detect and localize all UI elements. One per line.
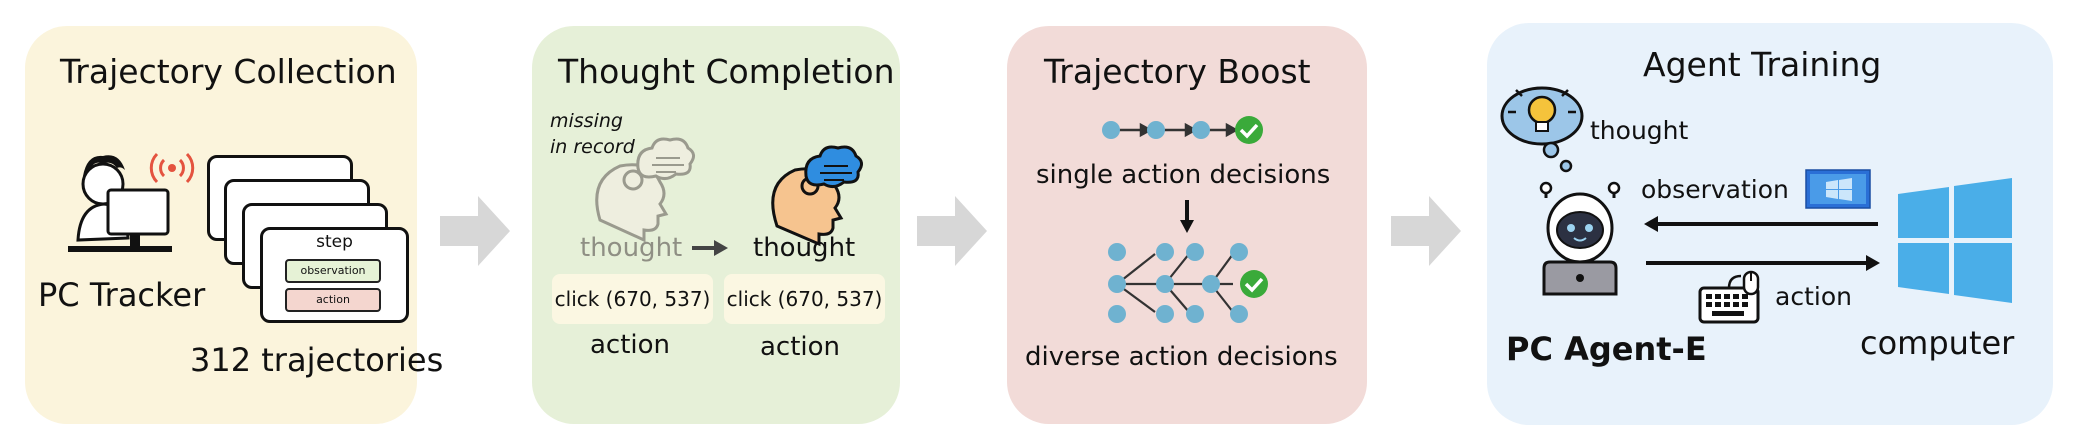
boost-title: Trajectory Boost	[1044, 52, 1311, 91]
click-box-before: click (670, 537)	[552, 274, 713, 324]
stage-arrow-3	[1391, 196, 1461, 266]
pc-tracker-label: PC Tracker	[38, 276, 206, 314]
diverse-decisions-label: diverse action decisions	[1025, 342, 1338, 372]
observation-pill: observation	[285, 259, 381, 283]
thought-label-before: thought	[580, 233, 683, 263]
training-action-label: action	[1775, 282, 1852, 311]
missing-label-1: missing	[550, 110, 623, 132]
checkmark-icon	[1235, 116, 1263, 144]
click-box-after: click (670, 537)	[724, 274, 885, 324]
action-label-after: action	[760, 332, 841, 362]
checkmark-icon	[1240, 270, 1268, 298]
trajectory-count: 312 trajectories	[190, 341, 444, 379]
observation-label: observation	[1641, 175, 1789, 204]
step-card: step observation action	[260, 227, 409, 323]
thought-title: Thought Completion	[558, 52, 895, 91]
thought-completion-panel	[532, 26, 900, 424]
action-label-before: action	[590, 330, 671, 360]
training-title: Agent Training	[1643, 45, 1882, 84]
agent-name: PC Agent-E	[1506, 330, 1707, 368]
stage-arrow-2	[917, 196, 987, 266]
step-label: step	[316, 232, 353, 252]
missing-label-2: in record	[550, 136, 635, 158]
action-pill: action	[285, 288, 381, 312]
single-decisions-label: single action decisions	[1036, 160, 1331, 190]
computer-label: computer	[1860, 324, 2015, 362]
stage-arrow-1	[440, 196, 510, 266]
collection-title: Trajectory Collection	[60, 52, 397, 91]
thought-label-after: thought	[753, 233, 856, 263]
training-thought-label: thought	[1590, 116, 1689, 145]
